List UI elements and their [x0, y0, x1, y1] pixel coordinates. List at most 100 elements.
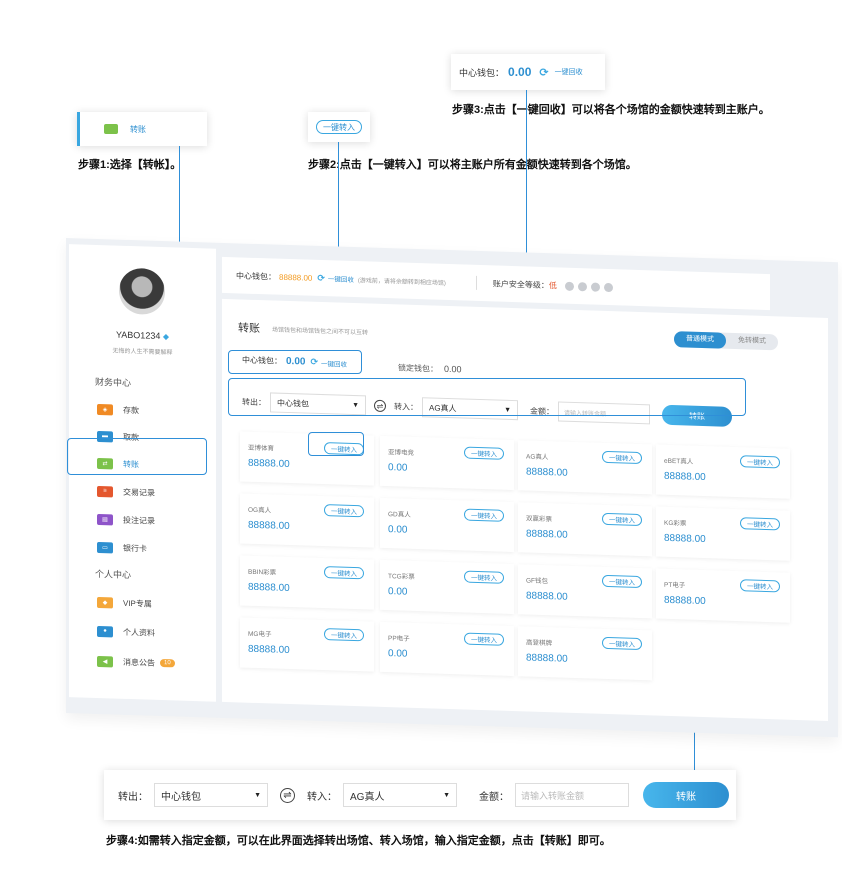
venue-name: KG彩票 [664, 519, 687, 528]
venue-name: MG电子 [248, 630, 272, 639]
profile-icon: ● [97, 625, 113, 637]
venue-card: MG电子 一键转入 88888.00 [240, 617, 374, 672]
highlight-transfer-form [228, 378, 746, 416]
venue-name: OG真人 [248, 506, 272, 515]
chevron-down-icon: ▼ [254, 791, 261, 799]
one-click-in-button[interactable]: 一键转入 [740, 517, 780, 531]
step-2-caption: 步骤2:点击【一键转入】可以将主账户所有金额快速转到各个场馆。 [308, 159, 637, 171]
swap-icon[interactable]: ⇌ [280, 787, 295, 803]
vip-gem-icon: ◆ [162, 332, 170, 342]
venue-card: 亚博电竞 一键转入 0.00 [380, 435, 514, 491]
transfer-in-label: 转入： [307, 791, 337, 803]
top-wallet-label: 中心钱包： [236, 270, 276, 282]
sidebar-item-bankcard[interactable]: ▭银行卡 [97, 539, 147, 557]
one-click-in-button[interactable]: 一键转入 [464, 632, 504, 646]
sidebar-item-bets[interactable]: ▤投注记录 [97, 511, 155, 529]
phone-verify-icon[interactable] [564, 281, 574, 291]
one-click-in-button[interactable]: 一键转入 [316, 120, 362, 134]
venue-amount: 88888.00 [526, 466, 568, 479]
one-click-in-button[interactable]: 一键转入 [464, 508, 504, 522]
highlight-sidebar-transfer [67, 438, 207, 475]
venue-amount: 0.00 [388, 524, 408, 536]
sidebar-item-vip[interactable]: ◆VIP专属 [97, 594, 152, 612]
venue-amount: 88888.00 [664, 532, 706, 546]
email-verify-icon[interactable] [577, 281, 587, 291]
deposit-icon: ◈ [97, 403, 113, 415]
sidebar-item-label: 消息公告 [123, 657, 155, 668]
transaction-record-icon: ≡ [97, 485, 113, 497]
one-click-in-button[interactable]: 一键转入 [740, 455, 780, 469]
top-wallet-amount: 88888.00 [279, 272, 313, 283]
venue-amount: 0.00 [388, 462, 408, 474]
venue-name: 亚博体育 [248, 444, 274, 453]
sidebar-item-label: 银行卡 [123, 543, 147, 554]
step-4-caption: 步骤4:如需转入指定金额，可以在此界面选择转出场馆、转入场馆，输入指定金额，点击… [106, 835, 611, 847]
transfer-button[interactable]: 转账 [643, 782, 729, 808]
venue-amount: 88888.00 [526, 652, 568, 665]
one-click-in-button[interactable]: 一键转入 [602, 450, 642, 465]
venue-amount: 88888.00 [248, 457, 290, 471]
sidebar-item-transactions[interactable]: ≡ 交易记录 [97, 483, 155, 501]
venue-name: PT电子 [664, 581, 686, 590]
sidebar-item-label: 交易记录 [123, 487, 155, 498]
callout-sidebar-label[interactable]: 转账 [130, 124, 146, 134]
venue-name: 双赢彩票 [526, 515, 552, 524]
one-click-in-button[interactable]: 一键转入 [324, 566, 364, 580]
one-click-in-button[interactable]: 一键转入 [464, 570, 504, 584]
venue-amount: 0.00 [388, 648, 408, 660]
avatar[interactable] [119, 267, 165, 316]
wallet-label: 中心钱包： [459, 67, 505, 78]
callout-sidebar-transfer: 转账 [77, 112, 207, 146]
amount-input[interactable]: 请输入转账金额 [515, 783, 629, 807]
refresh-icon[interactable]: ⟳ [539, 66, 549, 79]
user-motto: 无悔的人生不需要解释 [112, 348, 173, 357]
venue-card: GD真人 一键转入 0.00 [380, 497, 514, 553]
sidebar-item-profile[interactable]: ● 个人资料 [97, 623, 155, 641]
app-screenshot: YABO1234 ◆ 无悔的人生不需要解释 财务中心 ◈存款 ▬取款 ⇄转账 ≡… [66, 238, 838, 738]
lock-verify-icon[interactable] [590, 281, 600, 292]
page-subtitle: 场馆钱包和场馆钱包之间不可以互转 [272, 327, 369, 337]
venue-name: GF钱包 [526, 577, 549, 586]
one-click-in-button[interactable]: 一键转入 [324, 628, 364, 642]
sidebar-item-label: 存款 [123, 405, 139, 415]
bet-record-icon: ▤ [97, 513, 113, 525]
username: YABO1234 ◆ [115, 329, 170, 342]
mode-normal-tab[interactable]: 普通模式 [674, 331, 726, 349]
one-click-in-button[interactable]: 一键转入 [602, 512, 642, 527]
chevron-down-icon: ▼ [443, 791, 450, 799]
one-click-in-button[interactable]: 一键转入 [740, 579, 780, 593]
sidebar-item-deposit[interactable]: ◈ 存款 [97, 401, 139, 418]
top-recycle-link[interactable]: 一键回收 [327, 276, 354, 285]
one-click-in-button[interactable]: 一键转入 [602, 636, 642, 651]
venue-amount: 88888.00 [248, 643, 290, 657]
refresh-icon[interactable]: ⟳ [317, 272, 325, 283]
venue-amount: 88888.00 [664, 470, 706, 484]
venue-name: GD真人 [388, 511, 411, 519]
connector-step3 [526, 90, 527, 354]
venue-card: 高登棋牌 一键转入 88888.00 [518, 626, 652, 681]
one-click-in-button[interactable]: 一键转入 [324, 504, 364, 518]
mode-free-tab[interactable]: 免转模式 [738, 337, 766, 345]
sidebar-item-label: 个人资料 [123, 627, 155, 638]
vip-diamond-icon: ◆ [97, 596, 113, 608]
venue-name: 亚博电竞 [388, 449, 414, 457]
one-click-in-button[interactable]: 一键转入 [602, 574, 642, 589]
venue-card: KG彩票 一键转入 88888.00 [656, 506, 790, 561]
venue-amount: 88888.00 [526, 590, 568, 603]
user-verify-icon[interactable] [603, 282, 613, 292]
transfer-in-select[interactable]: AG真人▼ [343, 783, 457, 807]
venue-name: 高登棋牌 [526, 639, 552, 648]
venue-name: TCG彩票 [388, 573, 415, 581]
transfer-out-select[interactable]: 中心钱包▼ [154, 783, 268, 807]
recycle-link[interactable]: 一键回收 [554, 69, 583, 76]
transfer-icon [104, 124, 118, 134]
venue-card: OG真人 一键转入 88888.00 [240, 493, 374, 548]
one-click-in-button[interactable]: 一键转入 [464, 446, 504, 460]
venue-amount: 0.00 [388, 586, 408, 598]
venue-name: AG真人 [526, 453, 549, 462]
venue-amount: 88888.00 [248, 519, 290, 533]
